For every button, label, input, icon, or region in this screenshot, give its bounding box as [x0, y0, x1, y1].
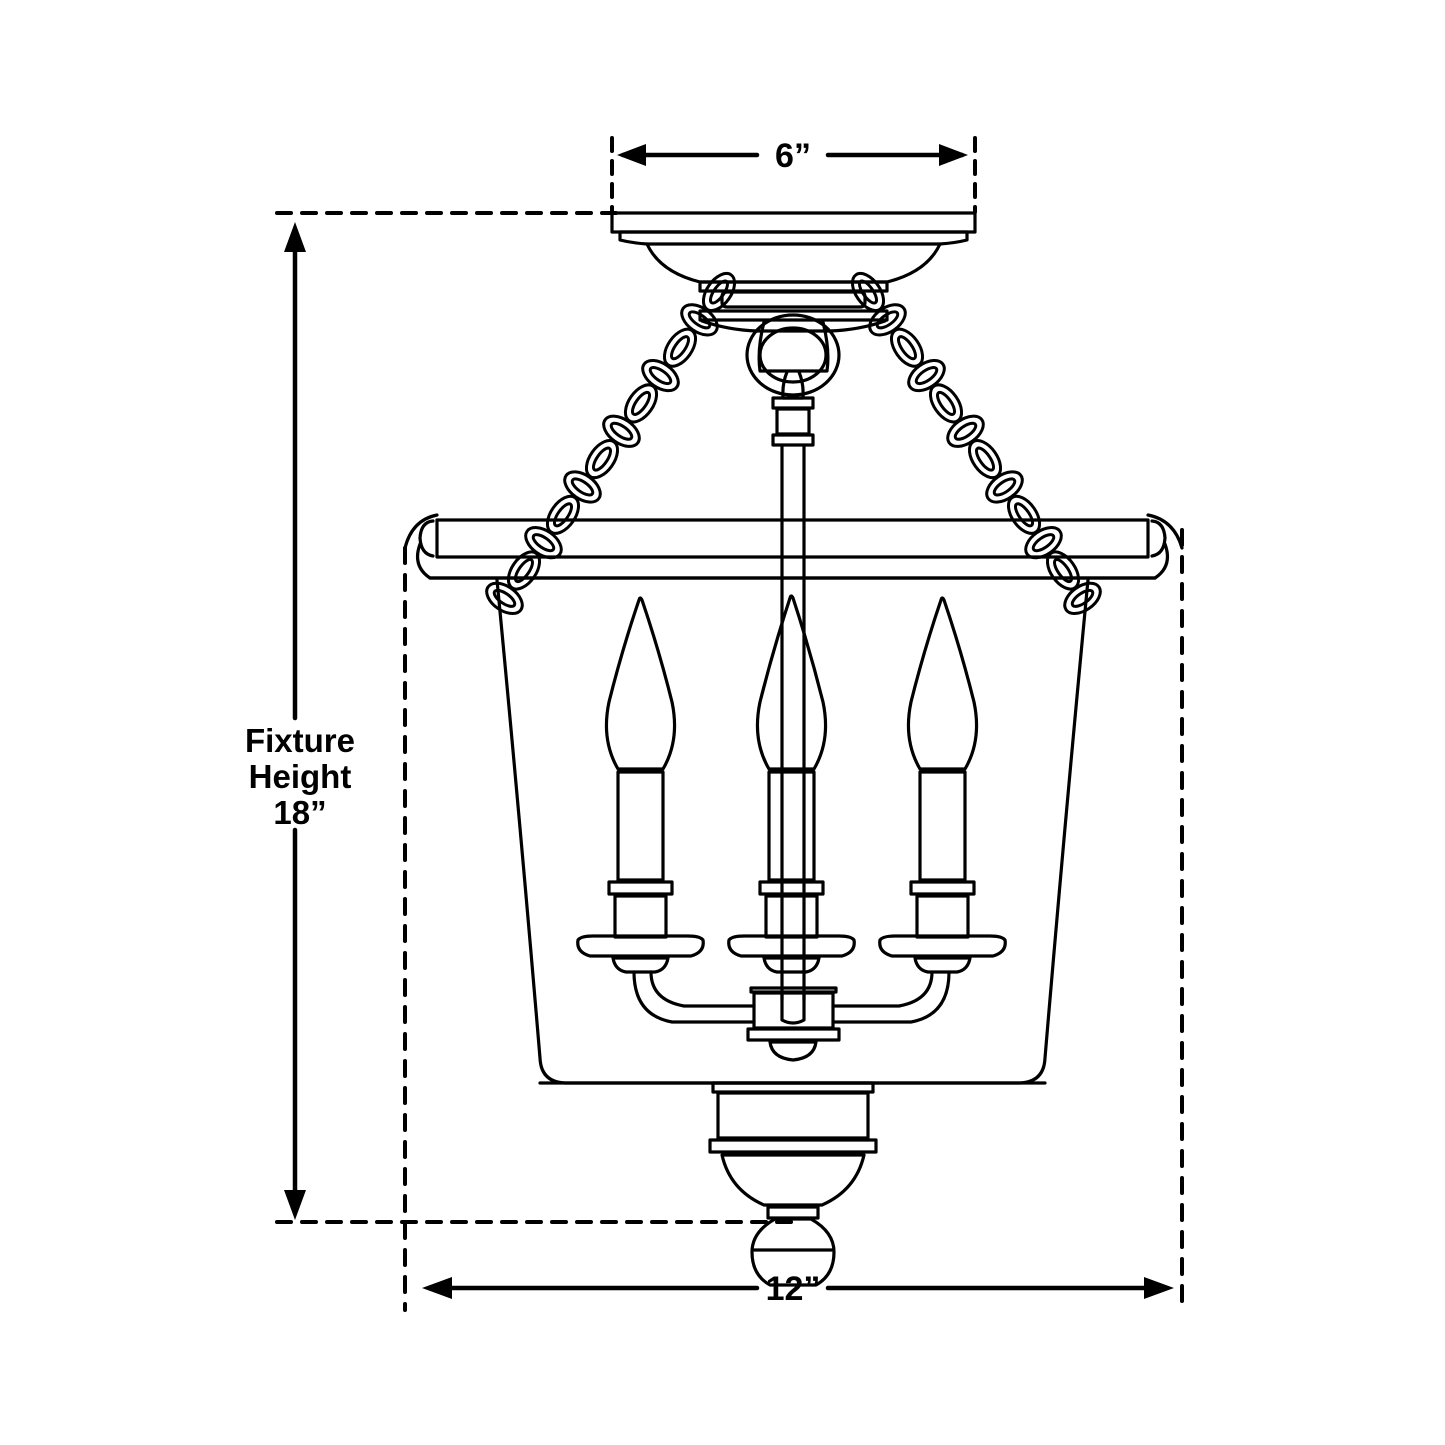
guide-lines [275, 136, 1184, 1312]
hub-top-cap [749, 986, 838, 994]
width-arrowhead-right [1144, 1277, 1174, 1299]
arm-left-inner [649, 970, 756, 1008]
canopy-arrowhead-left [617, 144, 646, 166]
hub-drop-cap [768, 1040, 818, 1062]
canopy-width-label: 6” [775, 137, 811, 175]
rim-band-cap-right [1150, 519, 1167, 558]
finial-top-plate [711, 1081, 875, 1094]
bottom-finial [708, 1081, 878, 1287]
chain-right [850, 271, 1102, 615]
arm-cluster [632, 970, 951, 1062]
rim-hook-right [1146, 513, 1184, 550]
chain-left [485, 271, 737, 615]
finial-bell [720, 1153, 866, 1207]
stem-collar-top [771, 396, 815, 410]
candle-ring-center [758, 880, 825, 896]
fixture-height-label-line2: Height [249, 758, 352, 795]
arm-left-outer [632, 970, 756, 1024]
arm-right-inner [831, 970, 934, 1008]
fixture-height-label-line1: Fixture [245, 722, 355, 759]
finial-acorn [750, 1217, 836, 1287]
center-stem [771, 370, 815, 1002]
hub-bottom-band [746, 1027, 841, 1042]
width-arrowhead-left [422, 1277, 452, 1299]
rim-band-upper [435, 518, 1150, 559]
bobeche-neck-right [913, 956, 972, 974]
finial-neck [766, 1205, 820, 1220]
suspension-ring [745, 313, 841, 397]
shade-rim-band [403, 513, 1184, 580]
rim-hook-left [403, 513, 439, 550]
stem-collar-bottom [771, 433, 815, 447]
candle-center [727, 594, 856, 974]
canopy-dome-rim [698, 280, 889, 293]
dimension-arrows [284, 144, 1174, 1299]
finial-drum [716, 1091, 870, 1140]
bulb-right [906, 596, 979, 771]
suspension-ring-inner [758, 326, 828, 384]
candle-sleeve-right [918, 770, 967, 882]
candle-sleeve-center [767, 770, 816, 882]
bulb-center [755, 594, 828, 771]
fixture-width-label: 12” [766, 1270, 821, 1308]
dimension-labels: 6” Fixture Height 18” 12” [245, 137, 820, 1308]
candle-ring-right [909, 880, 976, 896]
canopy-neck [757, 320, 830, 373]
candle-right [878, 596, 1007, 974]
arm-right-outer [831, 970, 951, 1024]
bobeche-neck-left [611, 956, 670, 974]
fixture-height-label-line3: 18” [273, 794, 326, 831]
bobeche-left [576, 934, 705, 958]
height-arrowhead-top [284, 222, 306, 252]
finial-band [708, 1138, 878, 1154]
candle-ring-left [607, 880, 674, 896]
canopy-collar-lower [698, 309, 889, 322]
candle-sleeve-left [616, 770, 665, 882]
candle-left [576, 596, 705, 974]
hub-stem-pass [780, 991, 806, 1025]
bobeche-right [878, 934, 1007, 958]
bobeche-neck-center [762, 956, 821, 974]
rim-band-cap-left [418, 519, 435, 558]
bobeche-center [727, 934, 856, 958]
height-arrowhead-bottom [284, 1190, 306, 1220]
bulb-left [604, 596, 677, 771]
canopy-plate [610, 211, 977, 234]
canopy-arrowhead-right [939, 144, 968, 166]
